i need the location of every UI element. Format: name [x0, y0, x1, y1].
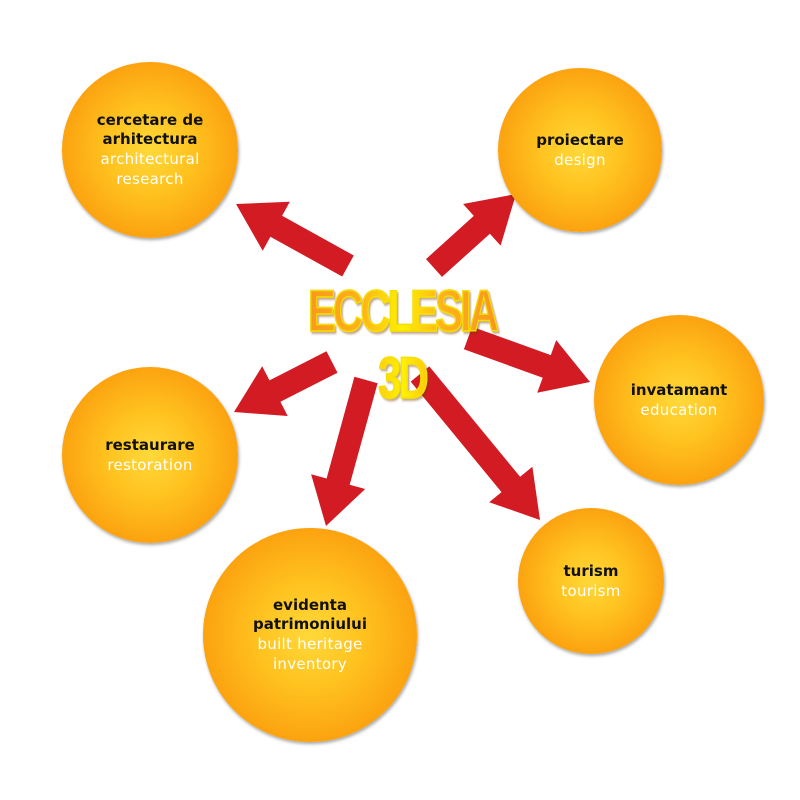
arrow-to-design: [426, 194, 516, 277]
arrow-to-inventory: [311, 376, 378, 526]
node-tourism: turism tourism: [518, 508, 664, 654]
node-label-ro: proiectare: [536, 130, 624, 149]
node-label-ro: evidenta patrimoniului: [253, 596, 367, 633]
node-label-en: tourism: [561, 581, 621, 600]
node-label-ro: restaurare: [105, 435, 195, 454]
node-design: proiectare design: [498, 68, 662, 232]
arrow-to-research: [236, 201, 354, 277]
arrow-to-restoration: [234, 351, 338, 416]
node-research: cercetare de arhitectura architectural r…: [62, 62, 238, 238]
arrow-to-tourism: [410, 366, 540, 520]
node-label-en: built heritage inventory: [257, 635, 363, 673]
title-logo: ECCLESIA 3D: [301, 278, 503, 412]
node-label-en: restoration: [107, 455, 193, 474]
node-label-ro: turism: [563, 561, 619, 580]
node-label-ro: cercetare de arhitectura: [96, 111, 204, 148]
node-education: invatamant education: [594, 315, 764, 485]
node-label-en: education: [640, 400, 718, 419]
node-restoration: restaurare restoration: [62, 367, 238, 543]
node-label-en: design: [554, 150, 606, 169]
node-label-ro: invatamant: [630, 380, 728, 399]
arrow-to-education: [463, 326, 590, 393]
node-label-en: architectural research: [100, 150, 200, 188]
node-inventory: evidenta patrimoniului built heritage in…: [203, 528, 417, 742]
